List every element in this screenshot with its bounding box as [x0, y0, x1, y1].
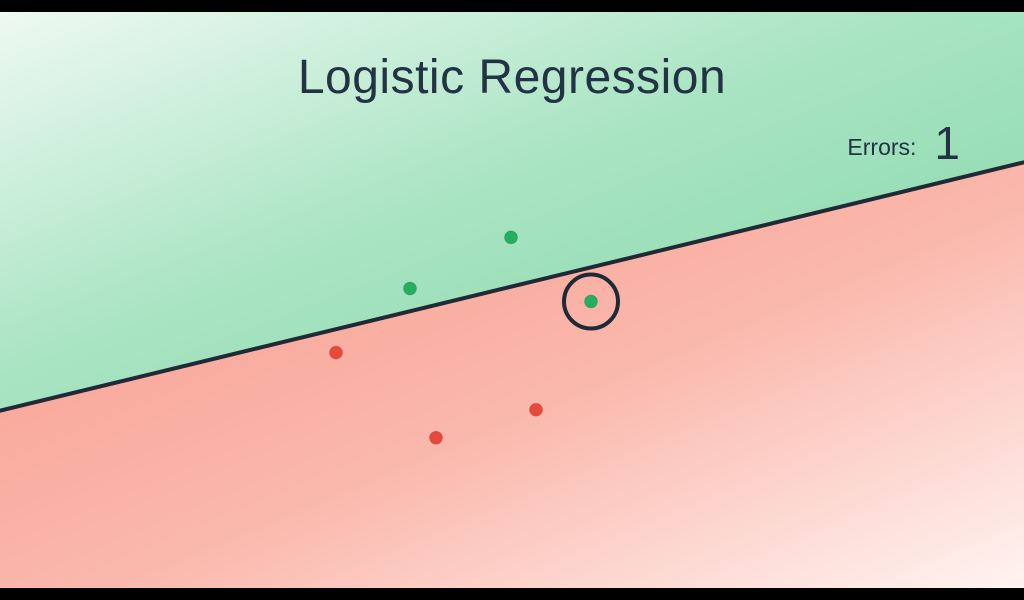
- red-point-3: [429, 430, 443, 445]
- red-region: [0, 162, 1024, 588]
- decision-boundary: [0, 160, 1024, 413]
- error-counter: Errors: 1: [847, 120, 960, 166]
- errors-value: 1: [934, 117, 960, 169]
- red-point-1: [329, 345, 343, 360]
- letterbox-top: [0, 0, 1024, 12]
- page-title: Logistic Regression: [297, 51, 727, 104]
- green-point-2: [403, 281, 417, 296]
- data-points: [329, 230, 620, 445]
- green-region: [0, 12, 1024, 411]
- letterbox-bottom: [0, 588, 1024, 600]
- misclassified-ring-1: [562, 272, 620, 331]
- green-point-1: [504, 230, 518, 245]
- errors-label: Errors:: [847, 134, 917, 160]
- red-point-2: [529, 402, 543, 417]
- green-point-3: [584, 294, 598, 309]
